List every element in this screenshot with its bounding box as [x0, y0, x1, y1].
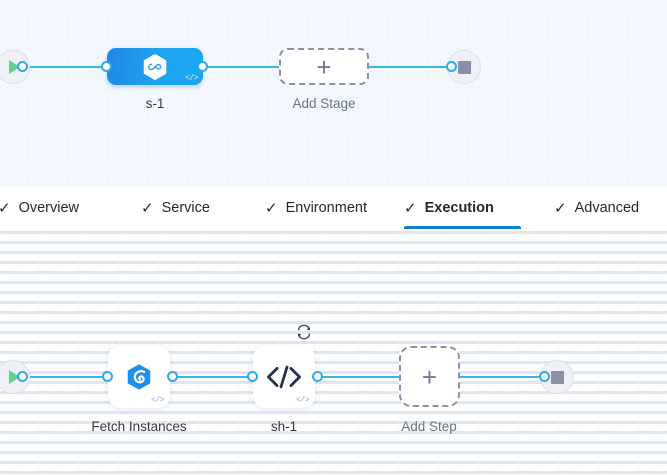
wire-add-to-end [368, 66, 451, 68]
tab-environment[interactable]: ✓ Environment [265, 187, 367, 229]
stage-canvas[interactable]: </> s-1 + Add Stage [0, 0, 667, 187]
tab-label: Execution [424, 200, 494, 216]
port-exec-start-out[interactable] [17, 371, 28, 382]
tab-label: Environment [285, 200, 367, 216]
add-step-button[interactable]: + [399, 346, 460, 407]
wire-sh1-to-add [318, 376, 400, 378]
play-icon [9, 60, 20, 74]
tab-execution[interactable]: ✓ Execution [404, 187, 521, 229]
plus-icon: + [421, 361, 438, 392]
port-sh1-in[interactable] [247, 371, 258, 382]
shell-script-code-icon [253, 346, 315, 408]
deployment-hexagon-icon [143, 53, 167, 80]
step-node-sh-1[interactable]: </> [253, 324, 315, 408]
tab-service[interactable]: ✓ Service [141, 187, 210, 229]
port-fetch-in[interactable] [102, 371, 113, 382]
port-fetch-out[interactable] [167, 371, 178, 382]
stop-icon [457, 60, 471, 74]
port-end-in[interactable] [446, 61, 457, 72]
wire-start-to-fetch [22, 376, 112, 378]
add-stage-button[interactable]: + [279, 48, 369, 85]
stage-code-badge: </> [185, 74, 198, 83]
cloud-provider-hexagon-icon [108, 346, 170, 408]
step-code-badge: </> [151, 396, 164, 405]
wire-add-to-end [459, 376, 546, 378]
step-node-fetch-instances[interactable]: </> [108, 346, 170, 408]
wire-start-to-stage [22, 66, 114, 68]
tab-overview[interactable]: ✓ Overview [0, 187, 79, 229]
stage-node-label: s-1 [145, 96, 165, 111]
tab-advanced[interactable]: ✓ Advanced [554, 187, 639, 229]
step-code-badge: </> [296, 396, 309, 405]
port-start-out[interactable] [17, 61, 28, 72]
tab-active-underline [404, 226, 521, 229]
tab-label: Advanced [574, 200, 640, 216]
wire-stage-to-add [199, 66, 279, 68]
execution-start-node[interactable] [0, 360, 30, 394]
stage-tabbar: ✓ Overview ✓ Service ✓ Environment ✓ Exe… [0, 187, 667, 230]
add-stage-label: Add Stage [292, 96, 356, 111]
step-label-fetch-instances: Fetch Instances [91, 419, 187, 434]
plus-icon: + [316, 51, 332, 82]
execution-canvas[interactable]: </> Fetch Instances </> sh-1 [0, 229, 667, 475]
play-icon [9, 370, 20, 384]
step-label-sh-1: sh-1 [270, 419, 298, 434]
retry-loop-icon [297, 324, 310, 340]
check-icon: ✓ [404, 199, 417, 217]
check-icon: ✓ [265, 199, 278, 217]
check-icon: ✓ [141, 199, 154, 217]
add-step-label: Add Step [401, 419, 457, 434]
check-icon: ✓ [0, 199, 11, 217]
port-stage-in[interactable] [101, 61, 112, 72]
port-stage-out[interactable] [197, 61, 208, 72]
pipeline-start-node[interactable] [0, 50, 30, 84]
port-exec-end-in[interactable] [539, 371, 550, 382]
wire-fetch-to-sh1 [175, 376, 255, 378]
check-icon: ✓ [554, 199, 567, 217]
port-sh1-out[interactable] [312, 371, 323, 382]
tab-label: Service [161, 200, 210, 216]
tab-label: Overview [18, 200, 80, 216]
stage-node-s-1[interactable]: </> [107, 48, 203, 85]
stop-icon [550, 370, 564, 384]
